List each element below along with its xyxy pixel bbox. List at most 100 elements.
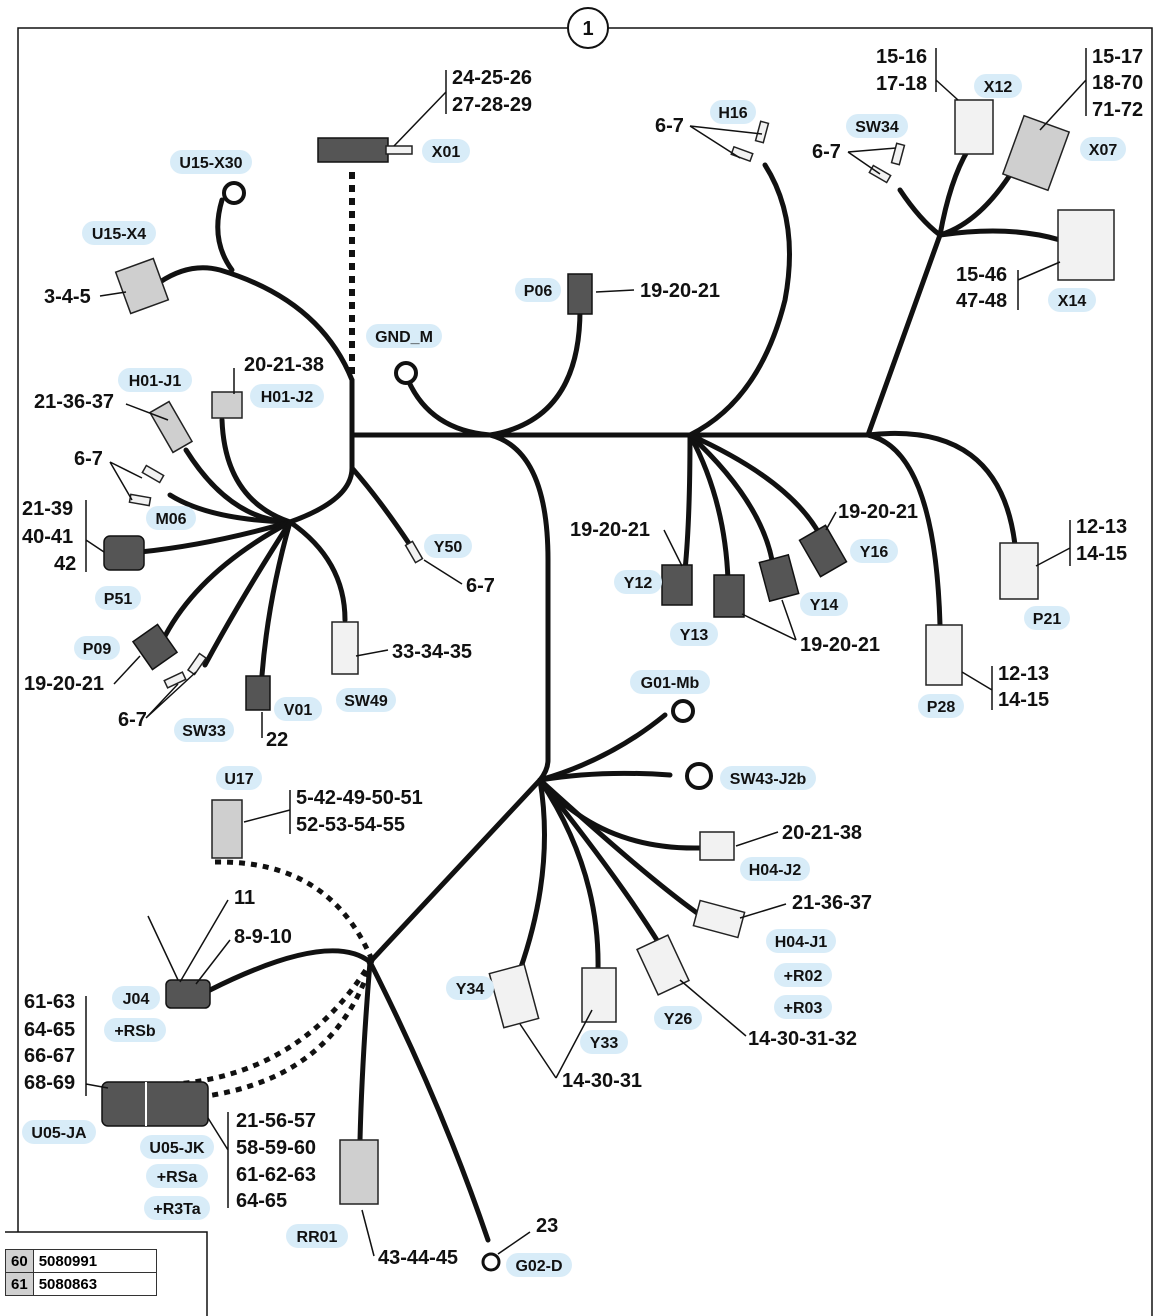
tag-x12: X12 <box>974 74 1022 98</box>
sw49-connector-shape <box>331 621 359 675</box>
sheet-number: 1 <box>582 18 593 40</box>
tag-j04: J04 <box>112 986 160 1010</box>
callout-p51-b: 40-41 <box>22 526 73 548</box>
callout-u05ja-c: 66-67 <box>24 1045 75 1067</box>
tag-y16: Y16 <box>850 539 898 563</box>
callout-p21-a: 12-13 <box>1076 516 1127 538</box>
svg-text:J04: J04 <box>123 991 150 1008</box>
svg-text:U05-JK: U05-JK <box>149 1140 205 1157</box>
tag-h04-j1: H04-J1 <box>766 929 836 953</box>
tag-y50: Y50 <box>424 534 472 558</box>
callout-p21-b: 14-15 <box>1076 543 1127 565</box>
tag-y12: Y12 <box>614 570 662 594</box>
callout-h01j1: 21-36-37 <box>34 391 114 413</box>
tag-y13: Y13 <box>670 622 718 646</box>
callout-h04j2: 20-21-38 <box>782 822 862 844</box>
svg-text:Y34: Y34 <box>456 981 485 998</box>
callout-sw49: 33-34-35 <box>392 641 472 663</box>
callout-u05ja-a: 61-63 <box>24 991 75 1013</box>
callout-x07-c: 71-72 <box>1092 99 1143 121</box>
tag-p09: P09 <box>74 636 120 660</box>
svg-text:P06: P06 <box>524 283 553 300</box>
tag-r03: +R03 <box>774 995 832 1019</box>
tag-sw43-j2b: SW43-J2b <box>720 766 816 790</box>
tag-sw34: SW34 <box>846 114 908 138</box>
svg-text:M06: M06 <box>155 511 186 528</box>
callout-u05jk-d: 64-65 <box>236 1190 287 1212</box>
y33-connector-shape <box>581 967 617 1023</box>
y26-connector-shape <box>636 934 690 996</box>
tag-u17: U17 <box>216 766 262 790</box>
svg-text:V01: V01 <box>284 702 313 719</box>
tag-x01: X01 <box>422 139 470 163</box>
tag-h01-j2: H01-J2 <box>250 384 324 408</box>
svg-text:Y50: Y50 <box>434 539 463 556</box>
sheet-number-circle <box>567 7 609 49</box>
svg-text:X01: X01 <box>432 144 461 161</box>
part-code: 5080863 <box>32 1272 157 1296</box>
tag-u05-jk: U05-JK <box>140 1135 214 1159</box>
callout-u15x4: 3-4-5 <box>44 286 91 308</box>
svg-text:SW34: SW34 <box>855 119 899 136</box>
j04-connector-shape <box>147 915 211 1009</box>
callout-x14-a: 15-46 <box>956 264 1007 286</box>
svg-text:H04-J2: H04-J2 <box>749 862 802 879</box>
callout-p28-b: 14-15 <box>998 689 1049 711</box>
svg-text:Y14: Y14 <box>810 597 839 614</box>
h04j2-connector-shape <box>699 831 735 861</box>
table-row: 60 5080991 <box>5 1249 157 1273</box>
tag-x07: X07 <box>1080 137 1126 161</box>
tag-u15-x4: U15-X4 <box>82 221 156 245</box>
callout-g02d: 23 <box>536 1215 558 1237</box>
tag-r3ta: +R3Ta <box>144 1196 210 1220</box>
callout-j04-b: 8-9-10 <box>234 926 292 948</box>
svg-text:G01-Mb: G01-Mb <box>641 675 700 692</box>
tag-h16: H16 <box>710 100 756 124</box>
callout-u05jk-c: 61-62-63 <box>236 1164 316 1186</box>
callout-u05ja-b: 64-65 <box>24 1019 75 1041</box>
svg-text:P09: P09 <box>83 641 112 658</box>
svg-text:Y13: Y13 <box>680 627 709 644</box>
svg-text:RR01: RR01 <box>297 1229 338 1246</box>
p06-connector-shape <box>567 273 593 315</box>
svg-text:U15-X4: U15-X4 <box>92 226 146 243</box>
tag-sw33: SW33 <box>174 718 234 742</box>
part-number: 61 <box>5 1272 34 1296</box>
svg-text:+R02: +R02 <box>784 968 823 985</box>
table-frame <box>5 1231 208 1316</box>
tag-y14: Y14 <box>800 592 848 616</box>
tag-m06: M06 <box>146 506 196 530</box>
h01j2-connector-shape <box>211 391 243 419</box>
p09-connector-shape <box>131 623 179 671</box>
ring-terminal-shapes <box>222 181 713 1272</box>
svg-text:X07: X07 <box>1089 142 1118 159</box>
callout-sw34: 6-7 <box>812 141 841 163</box>
callout-p09: 19-20-21 <box>24 673 104 695</box>
tag-u05-ja: U05-JA <box>22 1120 96 1144</box>
y34-connector-shape <box>488 963 540 1029</box>
svg-text:P28: P28 <box>927 699 956 716</box>
svg-text:P51: P51 <box>104 591 133 608</box>
svg-text:H04-J1: H04-J1 <box>775 934 828 951</box>
table-row: 61 5080863 <box>5 1272 157 1296</box>
callout-sw33: 6-7 <box>118 709 147 731</box>
callout-y12: 19-20-21 <box>570 519 650 541</box>
tag-u15-x30: U15-X30 <box>170 150 252 174</box>
callout-v01: 22 <box>266 729 288 751</box>
callout-x07-b: 18-70 <box>1092 72 1143 94</box>
callout-u05ja-d: 68-69 <box>24 1072 75 1094</box>
svg-text:U15-X30: U15-X30 <box>179 155 242 172</box>
callout-j04-a: 11 <box>234 887 255 909</box>
x07-connector-shape <box>1001 114 1071 192</box>
tag-gnd-m: GND_M <box>366 324 442 348</box>
svg-text:U17: U17 <box>224 771 253 788</box>
svg-text:Y12: Y12 <box>624 575 653 592</box>
x12-connector-shape <box>954 99 994 155</box>
tag-v01: V01 <box>274 697 322 721</box>
tag-g02-d: G02-D <box>506 1253 572 1277</box>
diagram-frame <box>17 27 1153 1316</box>
tag-p06: P06 <box>515 278 561 302</box>
h01j1-connector-shape <box>148 400 194 454</box>
svg-text:G02-D: G02-D <box>515 1258 562 1275</box>
pin-callouts: 24-25-26 27-28-29 3-4-5 20-21-38 21-36-3… <box>22 46 1143 1269</box>
